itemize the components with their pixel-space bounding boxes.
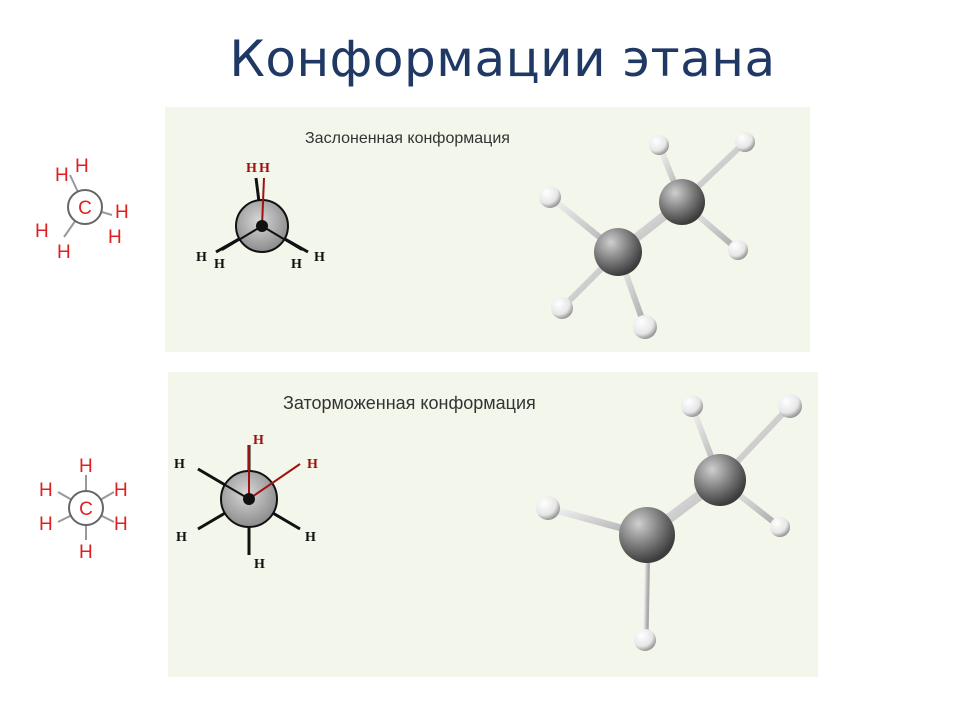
carbon-atom — [594, 228, 642, 276]
h-label: H — [214, 257, 225, 272]
front-bond — [248, 463, 301, 500]
sketch-h-label: H — [39, 480, 53, 501]
hydrogen-atom — [770, 517, 790, 537]
hydrogen-atom — [649, 135, 669, 155]
sketch-h-label: H — [75, 156, 89, 177]
hydrogen-atom — [728, 240, 748, 260]
h-label: H — [196, 250, 207, 265]
hydrogen-atom — [735, 132, 755, 152]
sketch-carbon-label: C — [78, 198, 92, 219]
sketch-h-label: H — [115, 202, 129, 223]
h-label: H — [174, 457, 185, 472]
sketch-h-label: H — [39, 514, 53, 535]
sketch-carbon-label: C — [79, 499, 93, 520]
carbon-atom — [694, 454, 746, 506]
h-label: H — [291, 257, 302, 272]
h-label: H — [307, 457, 318, 472]
carbon-atom — [659, 179, 705, 225]
sketch-h-label: H — [35, 221, 49, 242]
front-bond — [261, 225, 303, 251]
hydrogen-atom — [634, 629, 656, 651]
front-bond — [197, 468, 250, 500]
h-label: H — [246, 161, 257, 176]
h-label: H — [314, 250, 325, 265]
front-carbon-dot — [243, 493, 255, 505]
eclipsed-caption: Заслоненная конформация — [305, 130, 510, 147]
sketch-h-label: H — [79, 542, 93, 563]
sketch-h-label: H — [57, 242, 71, 263]
staggered-panel: Заторможенная конформация — [168, 372, 818, 677]
front-bond — [221, 225, 263, 251]
sketch-carbon-circle — [67, 189, 103, 225]
sketch-h-label: H — [108, 227, 122, 248]
h-label: H — [254, 557, 265, 572]
h-label: H — [305, 530, 316, 545]
hydrogen-atom — [551, 297, 573, 319]
hydrogen-atom — [539, 186, 561, 208]
h-label: H — [259, 161, 270, 176]
sketch-h-label: H — [55, 165, 69, 186]
front-carbon-dot — [256, 220, 268, 232]
sketch-h-label: H — [114, 480, 128, 501]
h-label: H — [253, 433, 264, 448]
hydrogen-atom — [778, 394, 802, 418]
h-label: H — [176, 530, 187, 545]
hydrogen-atom — [536, 496, 560, 520]
hydrogen-atom — [681, 395, 703, 417]
front-bond — [261, 177, 265, 227]
carbon-atom — [619, 507, 675, 563]
page-title: Конформации этана — [229, 30, 776, 88]
sketch-h-label: H — [79, 456, 93, 477]
staggered-caption: Заторможенная конформация — [283, 393, 536, 413]
sketch-carbon-circle — [68, 490, 104, 526]
sketch-h-label: H — [114, 514, 128, 535]
hydrogen-atom — [633, 315, 657, 339]
